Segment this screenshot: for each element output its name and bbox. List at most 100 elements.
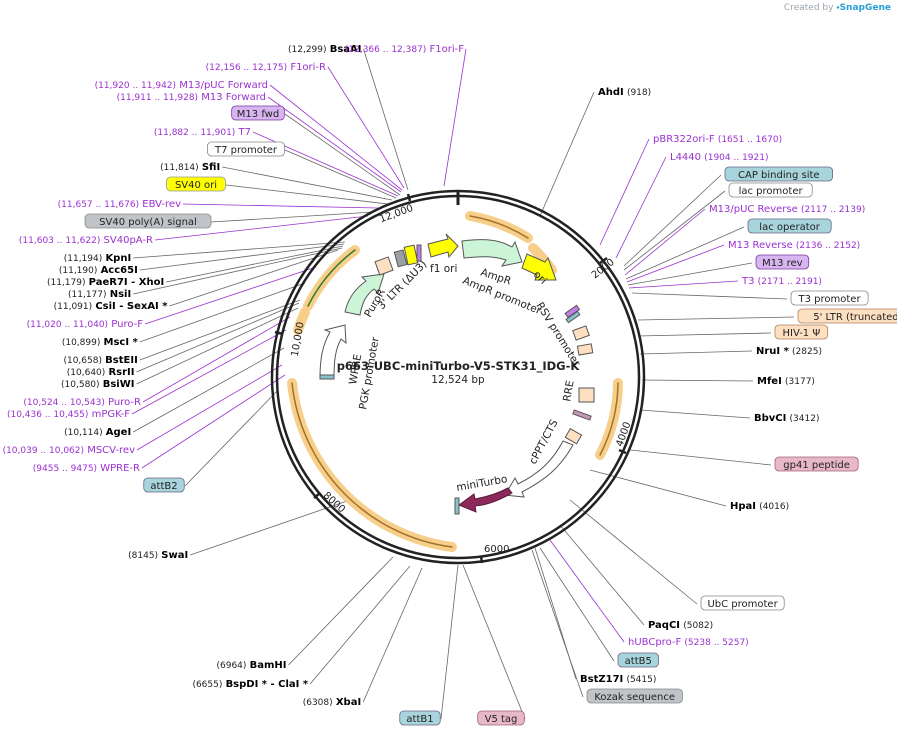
primer-coord: (1651 .. 1670)	[718, 135, 782, 145]
tick-mark-4000	[618, 448, 627, 455]
pgk-promoter-arrow	[319, 324, 347, 379]
leader-line-msci	[139, 282, 306, 343]
feature-box-kozak-sequence	[586, 688, 683, 704]
site-coord: (3412)	[790, 414, 820, 424]
primer-name: Puro-F	[111, 319, 143, 330]
leader-line-ubc-promoter	[569, 499, 698, 605]
leader-line-kpni	[133, 241, 346, 259]
cppt-block	[564, 427, 583, 445]
t7-block	[416, 244, 422, 262]
feature-name: M13 rev	[762, 258, 803, 269]
leader-line-t3	[628, 280, 739, 289]
label-miniturbo: miniTurbo	[455, 473, 508, 494]
label-bbvci: BbvCI (3412)	[754, 413, 819, 424]
site-coord: (4016)	[759, 502, 789, 512]
feature-box-t7-promoter	[207, 141, 285, 157]
site-name: BspDI * - ClaI *	[226, 679, 309, 690]
feature-name: M13 fwd	[237, 109, 279, 120]
leader-line-m13-rev	[627, 262, 753, 286]
label-attb1: attB1	[399, 710, 441, 726]
site-coord: (12,299)	[288, 45, 327, 55]
leader-line-paqci	[559, 524, 645, 626]
label-rre: RRE	[561, 380, 577, 403]
leader-line-cap-binding-site	[623, 174, 722, 267]
leader-line-xbai	[362, 567, 423, 703]
primer-coord: (9455 .. 9475)	[33, 464, 97, 474]
leader-line-rsrii	[136, 302, 300, 373]
site-text: (6308) XbaI	[303, 697, 361, 708]
leader-line-ebv-rev	[182, 203, 379, 209]
plasmid-length: 12,524 bp	[431, 374, 485, 386]
feature-box-ubc-promoter	[700, 595, 785, 611]
label-m13-puc-forward: (11,920 .. 11,942) M13/pUC Forward	[95, 80, 268, 91]
label-rsrii: (10,640) RsrII	[67, 367, 135, 378]
site-text: HpaI (4016)	[730, 501, 789, 512]
label-puro-r: (10,524 .. 10,543) Puro-R	[23, 397, 141, 408]
feature-box-m13-rev	[755, 254, 810, 270]
site-coord: (11,179)	[47, 278, 86, 288]
leader-line-f1ori-r	[327, 66, 405, 189]
label-l4440: L4440 (1904 .. 1921)	[670, 152, 769, 163]
label-puro-f: (11,020 .. 11,040) Puro-F	[27, 319, 144, 330]
site-text: (11,091) CsiI - SexAI *	[54, 301, 169, 312]
primer-name: MSCV-rev	[87, 445, 135, 456]
leader-line-acc65i	[139, 243, 345, 271]
site-coord: (8145)	[128, 551, 158, 561]
primer-text: (10,436 .. 10,455) mPGK-F	[7, 409, 130, 420]
primer-text: (9455 .. 9475) WPRE-R	[33, 463, 140, 474]
site-name: BsiWI	[103, 379, 135, 390]
site-name: NruI *	[756, 346, 790, 357]
feature-box-sv40-poly-a-signal	[84, 213, 212, 229]
label-ubc-promoter: UbC promoter	[700, 595, 785, 611]
label-nsii: (11,177) NsiI	[68, 289, 131, 300]
primer-name: EBV-rev	[142, 199, 181, 210]
label-mpgk-f: (10,436 .. 10,455) mPGK-F	[7, 409, 130, 420]
plasmid-name: p663-UBC-miniTurbo-V5-STK31_IDG-K	[337, 359, 581, 374]
primer-name: pBR322ori-F	[653, 134, 715, 145]
primer-name: M13 Reverse	[728, 240, 793, 251]
label-bsteii: (10,658) BstEII	[63, 355, 137, 366]
leader-line-hiv-1	[637, 332, 772, 337]
leader-line-lac-operator	[625, 226, 745, 280]
feature-box-cap-binding-site	[724, 166, 833, 182]
site-coord: (10,658)	[63, 356, 102, 366]
leader-line-m13-puc-reverse	[624, 208, 706, 276]
site-name: NsiI	[110, 289, 131, 300]
leader-line-nrui	[639, 350, 753, 355]
inner-feature-shapes	[319, 233, 595, 515]
feature-box-lac-promoter	[728, 182, 813, 198]
feature-name: lac operator	[759, 222, 820, 233]
site-text: (11,814) SfiI	[160, 162, 220, 173]
leader-line-t7-promoter	[284, 149, 397, 199]
primer-coord: (5238 .. 5257)	[684, 638, 748, 648]
primer-text: L4440 (1904 .. 1921)	[670, 152, 769, 163]
label-m13-forward: (11,911 .. 11,928) M13 Forward	[117, 92, 266, 103]
label-paer7i-xhoi: (11,179) PaeR7I - XhoI	[47, 277, 164, 288]
site-text: AhdI (918)	[598, 87, 651, 98]
label-hiv-1: HIV-1 Ψ	[774, 324, 829, 340]
site-name: CsiI - SexAI *	[95, 301, 168, 312]
label-m13-rev: M13 rev	[755, 254, 810, 270]
feature-box-t3-promoter	[790, 290, 869, 306]
primer-name: mPGK-F	[92, 409, 131, 420]
leader-line-puro-f	[144, 266, 317, 325]
leader-line-m13-reverse	[626, 244, 725, 283]
label-ebv-rev: (11,657 .. 11,676) EBV-rev	[58, 199, 181, 210]
leader-line-ahdi	[539, 91, 595, 217]
site-coord: (918)	[627, 88, 651, 98]
arc-ubc-strand	[291, 382, 453, 548]
ubc-promoter-arrow	[504, 440, 574, 498]
label-attb2: attB2	[143, 477, 185, 493]
label-lac-operator: lac operator	[747, 218, 832, 234]
primer-text: (12,366 .. 12,387) F1ori-F	[345, 44, 464, 55]
leader-line-sv40pa-r	[154, 215, 369, 241]
primer-name: M13/pUC Forward	[179, 80, 268, 91]
label-sv40-poly-a-signal: SV40 poly(A) signal	[84, 213, 212, 229]
primer-text: (10,039 .. 10,062) MSCV-rev	[3, 445, 136, 456]
site-text: (10,658) BstEII	[63, 355, 137, 366]
tick-marks	[274, 193, 627, 564]
leader-line-mfei	[641, 379, 754, 382]
arc-rre-strand	[599, 382, 619, 456]
leader-line-paer7i-xhoi	[166, 245, 344, 283]
site-text: (11,179) PaeR7I - XhoI	[47, 277, 164, 288]
